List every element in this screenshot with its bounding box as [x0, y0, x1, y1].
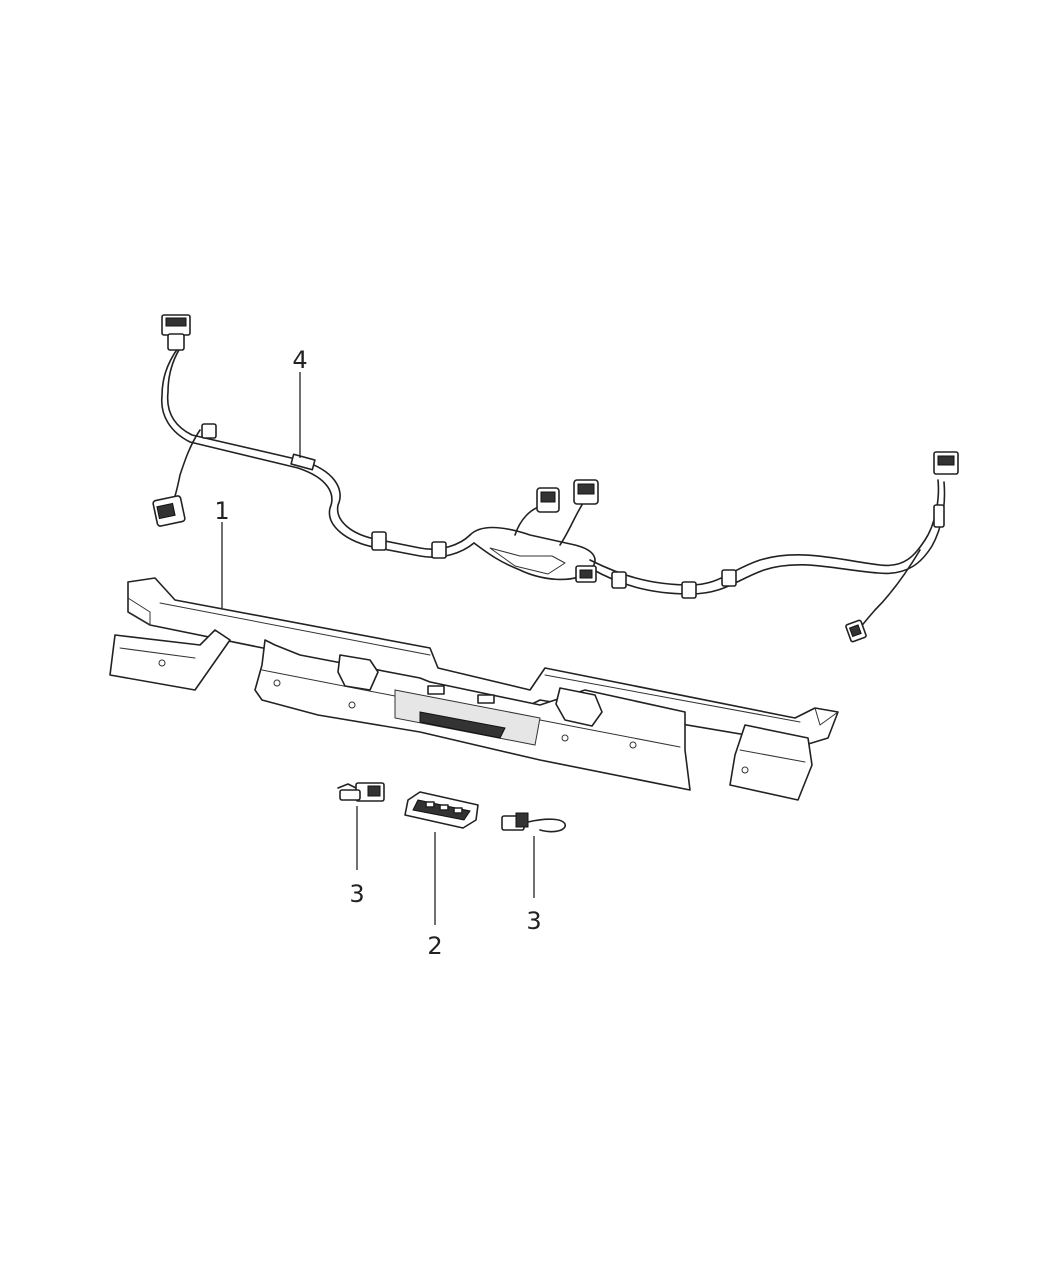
connector-top-right: [933, 451, 959, 528]
connector-top-left: [161, 314, 191, 351]
connector-center-lower: [575, 565, 597, 583]
connector-center-left: [536, 487, 560, 513]
callout-3-right: 3: [526, 907, 541, 935]
callout-2: 2: [427, 932, 442, 960]
trim-panel: [109, 577, 839, 801]
sensor-right: [501, 812, 566, 833]
connector-left-lower: [152, 495, 186, 527]
light-switch: [404, 791, 479, 829]
callout-4: 4: [292, 346, 307, 374]
sensor-left: [337, 782, 385, 802]
callout-3-left: 3: [349, 880, 364, 908]
connector-right-lower: [845, 619, 867, 643]
wiring-harness: [152, 314, 959, 643]
connector-center-right: [573, 479, 599, 505]
callout-1: 1: [214, 497, 229, 525]
